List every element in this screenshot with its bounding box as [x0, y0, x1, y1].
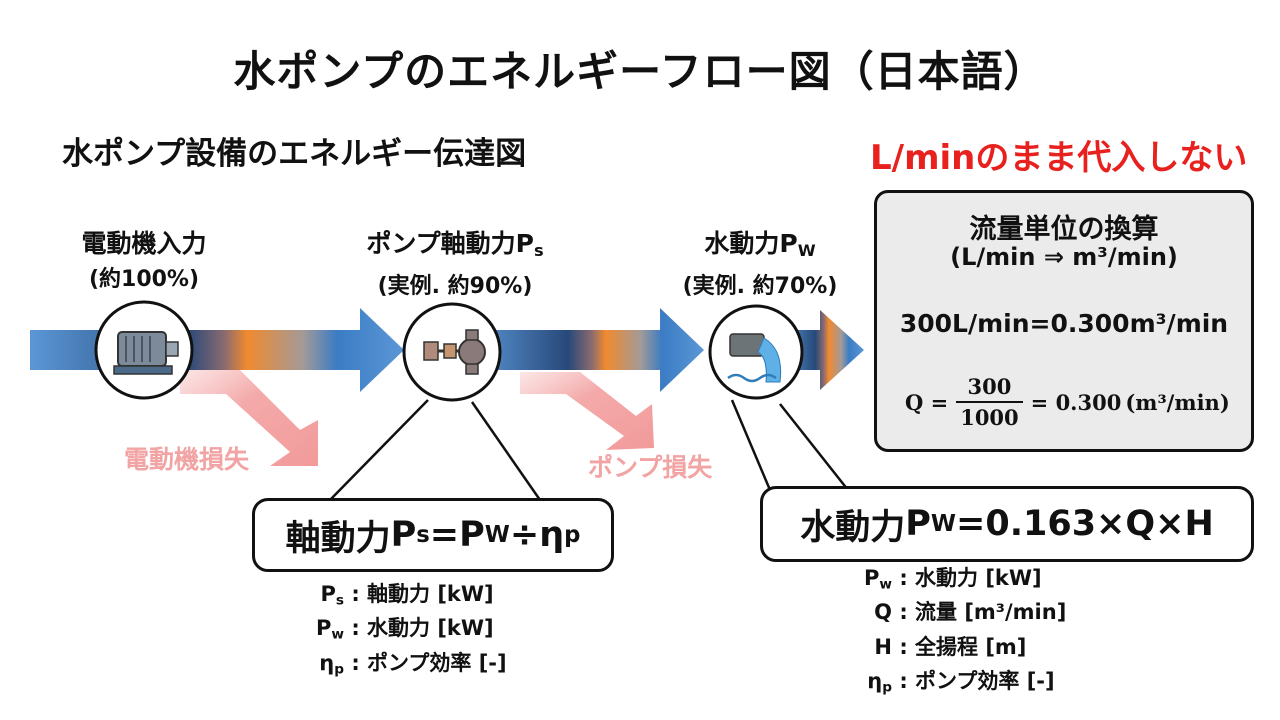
legend-text: : 水動力 [kW]	[899, 566, 1042, 590]
pump-loss-arrow	[520, 372, 654, 450]
stage-motor-label: 電動機入力 (約100%)	[44, 226, 244, 298]
diagram-subtitle: 水ポンプ設備のエネルギー伝達図	[62, 136, 527, 172]
conversion-heading: 流量単位の換算	[969, 214, 1159, 245]
legend-text: : 全揚程 [m]	[899, 634, 1027, 659]
legend-row: Q : 流量 [m³/min]	[848, 598, 1066, 632]
formula-denominator: 1000	[956, 401, 1023, 430]
stage-shaft-sub: s	[533, 241, 544, 261]
eq-shaft-s1: s	[416, 522, 430, 548]
legend-text: : ポンプ効率 [-]	[351, 650, 507, 675]
legend-water: Pw : 水動力 [kW] Q : 流量 [m³/min] H : 全揚程 [m…	[848, 564, 1066, 702]
callout-line-water-right	[779, 403, 849, 491]
legend-sub: p	[882, 679, 892, 696]
legend-sym: P	[315, 616, 332, 641]
callout-line-water-left	[730, 399, 772, 491]
legend-sub: p	[334, 661, 344, 678]
electric-motor-icon	[94, 300, 194, 400]
eq-shaft-eta: η	[539, 515, 565, 555]
eq-shaft-op: ÷	[509, 515, 540, 555]
eq-shaft-s3: p	[564, 522, 581, 548]
eq-water-p1: P	[905, 504, 931, 544]
legend-row: Pw : 水動力 [kW]	[848, 564, 1066, 598]
stage-water-name: 水動力	[704, 229, 780, 258]
legend-row: ηp : ポンプ効率 [-]	[848, 667, 1066, 701]
conversion-units: (L/min ⇒ m³/min)	[950, 243, 1178, 271]
water-outlet-icon	[708, 304, 804, 400]
stage-shaft-pct: (実例. 約90%)	[377, 274, 533, 300]
eq-shaft-s2: W	[484, 522, 510, 548]
eq-water-lhs: 水動力	[800, 507, 906, 548]
page-title: 水ポンプのエネルギーフロー図（日本語）	[233, 47, 1047, 96]
pump-shaft-icon	[402, 302, 502, 402]
legend-row: H : 全揚程 [m]	[848, 633, 1066, 667]
legend-sym: η	[867, 669, 883, 694]
legend-shaft: Ps : 軸動力 [kW] Pw : 水動力 [kW] ηp : ポンプ効率 […	[300, 580, 507, 683]
callout-line-shaft-left	[329, 399, 429, 501]
stage-water-pct: (実例. 約70%)	[682, 274, 838, 300]
formula-unit: (m³/min)	[1125, 389, 1230, 415]
warning-text: L/minのまま代入しない	[870, 138, 1248, 178]
motor-loss-label: 電動機損失	[124, 445, 250, 474]
legend-sub: w	[879, 576, 892, 593]
conversion-result: 300L/min=0.300m³/min	[899, 309, 1229, 338]
legend-sym: η	[319, 650, 335, 675]
stage-water-label: 水動力PW (実例. 約70%)	[650, 226, 870, 305]
legend-sym: H	[874, 634, 892, 659]
unit-conversion-box: 流量単位の換算 (L/min ⇒ m³/min) 300L/min=0.300m…	[874, 190, 1254, 452]
conversion-formula: Q = 300 1000 = 0.300 (m³/min)	[905, 365, 1230, 439]
legend-text: : 軸動力 [kW]	[351, 582, 494, 606]
flow-arrow-input	[30, 308, 404, 392]
formula-lhs: Q =	[905, 389, 949, 415]
stage-shaft-symbol: P	[515, 229, 534, 258]
stage-motor-name: 電動機入力	[81, 229, 207, 258]
stage-shaft-label: ポンプ軸動力Ps (実例. 約90%)	[330, 226, 580, 305]
eq-shaft-eq: =	[429, 515, 460, 555]
stage-shaft-name: ポンプ軸動力	[366, 229, 516, 258]
legend-row: Ps : 軸動力 [kW]	[300, 580, 507, 614]
legend-sym: P	[320, 582, 336, 606]
legend-text: : 流量 [m³/min]	[899, 600, 1067, 625]
legend-row: ηp : ポンプ効率 [-]	[300, 649, 507, 683]
legend-text: : 水動力 [kW]	[351, 616, 494, 641]
motor-loss-arrow	[180, 370, 318, 466]
eq-water-s1: W	[930, 511, 957, 537]
legend-sub: s	[335, 592, 344, 609]
stage-motor-pct: (約100%)	[88, 267, 200, 292]
eq-water-rhs: =0.163×Q×H	[956, 504, 1214, 544]
formula-numerator: 300	[967, 374, 1012, 399]
pump-loss-label: ポンプ損失	[588, 453, 713, 482]
legend-sym: Q	[874, 600, 892, 625]
legend-row: Pw : 水動力 [kW]	[300, 614, 507, 648]
eq-shaft-lhs: 軸動力	[285, 518, 391, 559]
flow-arrow-water	[780, 310, 864, 390]
callout-line-shaft-right	[470, 401, 542, 501]
stage-water-symbol: P	[779, 229, 798, 258]
formula-rhs: = 0.300	[1030, 389, 1122, 415]
legend-text: : ポンプ効率 [-]	[899, 669, 1055, 694]
formula-fraction: 300 1000	[956, 374, 1023, 430]
legend-sub: w	[331, 626, 344, 643]
eq-shaft-p1: P	[390, 515, 417, 555]
stage-water-sub: W	[797, 241, 816, 261]
legend-sym: P	[863, 566, 880, 590]
eq-shaft-p2: P	[459, 515, 485, 555]
flow-arrow-shaft	[470, 308, 704, 392]
